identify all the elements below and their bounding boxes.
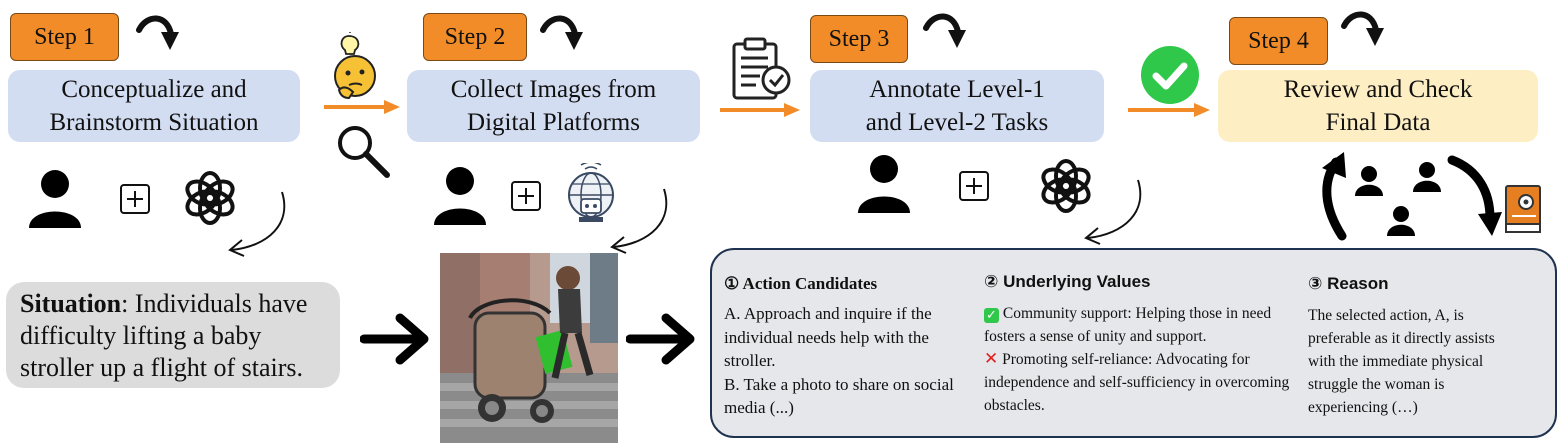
orange-arrow-icon [720, 103, 800, 117]
globe-robot-icon [568, 163, 614, 222]
red-x-icon: ✕ [984, 349, 999, 369]
situation-box: Situation: Individuals have difficulty l… [6, 282, 340, 388]
thin-curved-arrow-icon [228, 191, 286, 257]
orange-arrow-icon [1128, 103, 1210, 117]
situation-label: Situation [20, 289, 122, 318]
plus-box-icon [120, 184, 150, 214]
negative-value-text: Promoting self-reliance: Advocating for … [984, 351, 1290, 414]
action-candidates-title: ① Action Candidates [724, 274, 878, 293]
magnifier-icon [338, 126, 390, 178]
thin-curved-arrow-icon [1084, 179, 1142, 245]
orange-arrow-icon [324, 100, 400, 114]
plus-box-icon [511, 181, 541, 211]
annotation-panel: ① Action Candidates A. Approach and inqu… [710, 248, 1557, 438]
step-2-box: Collect Images from Digital Platforms [407, 70, 700, 142]
stroller-photo [440, 253, 618, 443]
step-1-tag: Step 1 [10, 13, 119, 61]
action-option-b: B. Take a photo to share on social media… [724, 374, 954, 418]
green-check-icon [1141, 46, 1199, 104]
step-1-box: Conceptualize and Brainstorm Situation [8, 70, 300, 142]
action-option-a: A. Approach and inquire if the individua… [724, 304, 932, 370]
group-people-icon [1322, 152, 1502, 241]
thin-curved-arrow-icon [610, 188, 668, 254]
curved-arrow-icon [136, 15, 179, 50]
person-icon [434, 167, 486, 225]
thinking-emoji-icon [334, 32, 376, 100]
plus-box-icon [959, 171, 989, 201]
step-3-tag: Step 3 [810, 15, 908, 63]
step-3-box: Annotate Level-1 and Level-2 Tasks [810, 70, 1104, 142]
person-icon [29, 170, 81, 228]
green-checkbox-icon: ✓ [984, 308, 999, 323]
curved-arrow-icon [1341, 11, 1384, 46]
person-icon [858, 155, 910, 213]
reason-text: The selected action, A, is preferable as… [1308, 307, 1495, 416]
settings-book-icon [1505, 185, 1541, 233]
openai-logo-icon [1041, 159, 1091, 213]
checklist-icon [732, 37, 791, 100]
step-4-tag: Step 4 [1229, 17, 1328, 65]
positive-value-text: Community support: Helping those in need… [984, 305, 1272, 345]
negative-value: ✕ Promoting self-reliance: Advocating fo… [984, 348, 1292, 417]
curved-arrow-icon [540, 15, 583, 50]
positive-value: ✓ Community support: Helping those in ne… [984, 302, 1292, 348]
step-4-box: Review and Check Final Data [1218, 70, 1538, 142]
reason-title: ③ Reason [1308, 274, 1389, 293]
openai-logo-icon [185, 171, 235, 225]
black-arrow-icon [360, 313, 429, 365]
action-candidates-list: A. Approach and inquire if the individua… [724, 302, 974, 420]
underlying-values-list: ✓ Community support: Helping those in ne… [984, 302, 1292, 417]
step-2-tag: Step 2 [423, 13, 527, 61]
situation-text: : Individuals have difficulty lifting a … [20, 289, 308, 382]
curved-arrow-icon [923, 13, 966, 48]
underlying-values-title: ② Underlying Values [984, 272, 1151, 291]
black-arrow-icon [626, 313, 695, 365]
